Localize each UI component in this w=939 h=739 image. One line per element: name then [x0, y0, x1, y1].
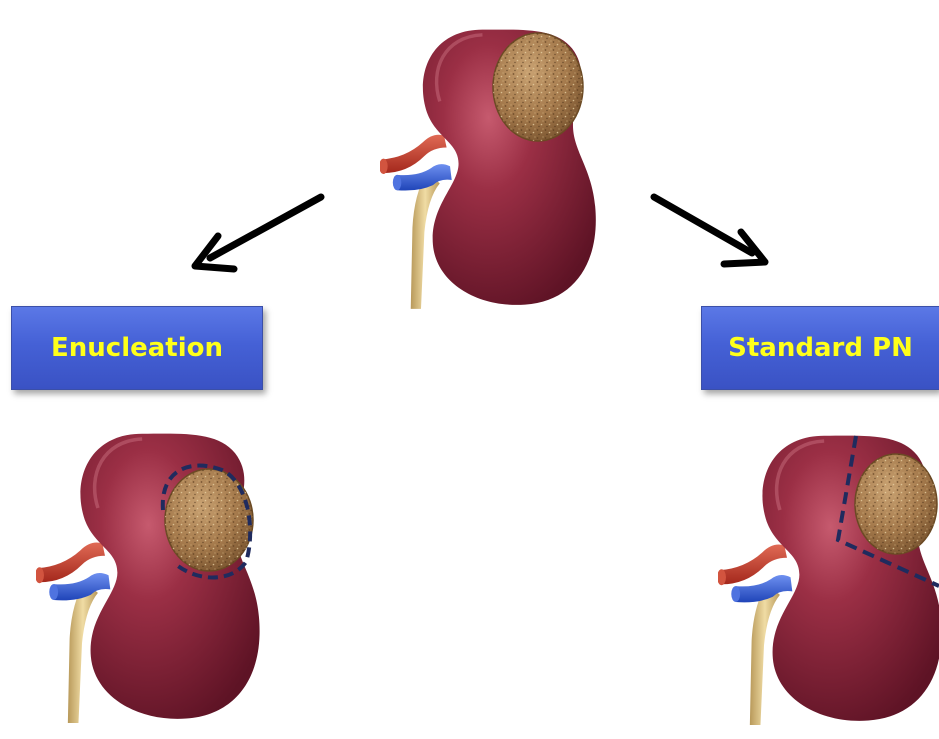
enucleation-label-box: Enucleation: [11, 306, 263, 390]
standard-pn-label-box: Standard PN: [701, 306, 939, 390]
tumor-icon: [493, 33, 583, 141]
enucleation-label: Enucleation: [51, 333, 223, 363]
tumor-icon: [855, 454, 937, 554]
arrow-icon: [195, 197, 321, 269]
standard-pn-kidney: [717, 436, 939, 725]
enucleation-kidney: [35, 434, 259, 723]
tumor-icon: [165, 469, 253, 571]
standard-pn-label: Standard PN: [728, 333, 913, 363]
arrow-icon: [654, 197, 765, 264]
top-kidney: [379, 30, 596, 309]
